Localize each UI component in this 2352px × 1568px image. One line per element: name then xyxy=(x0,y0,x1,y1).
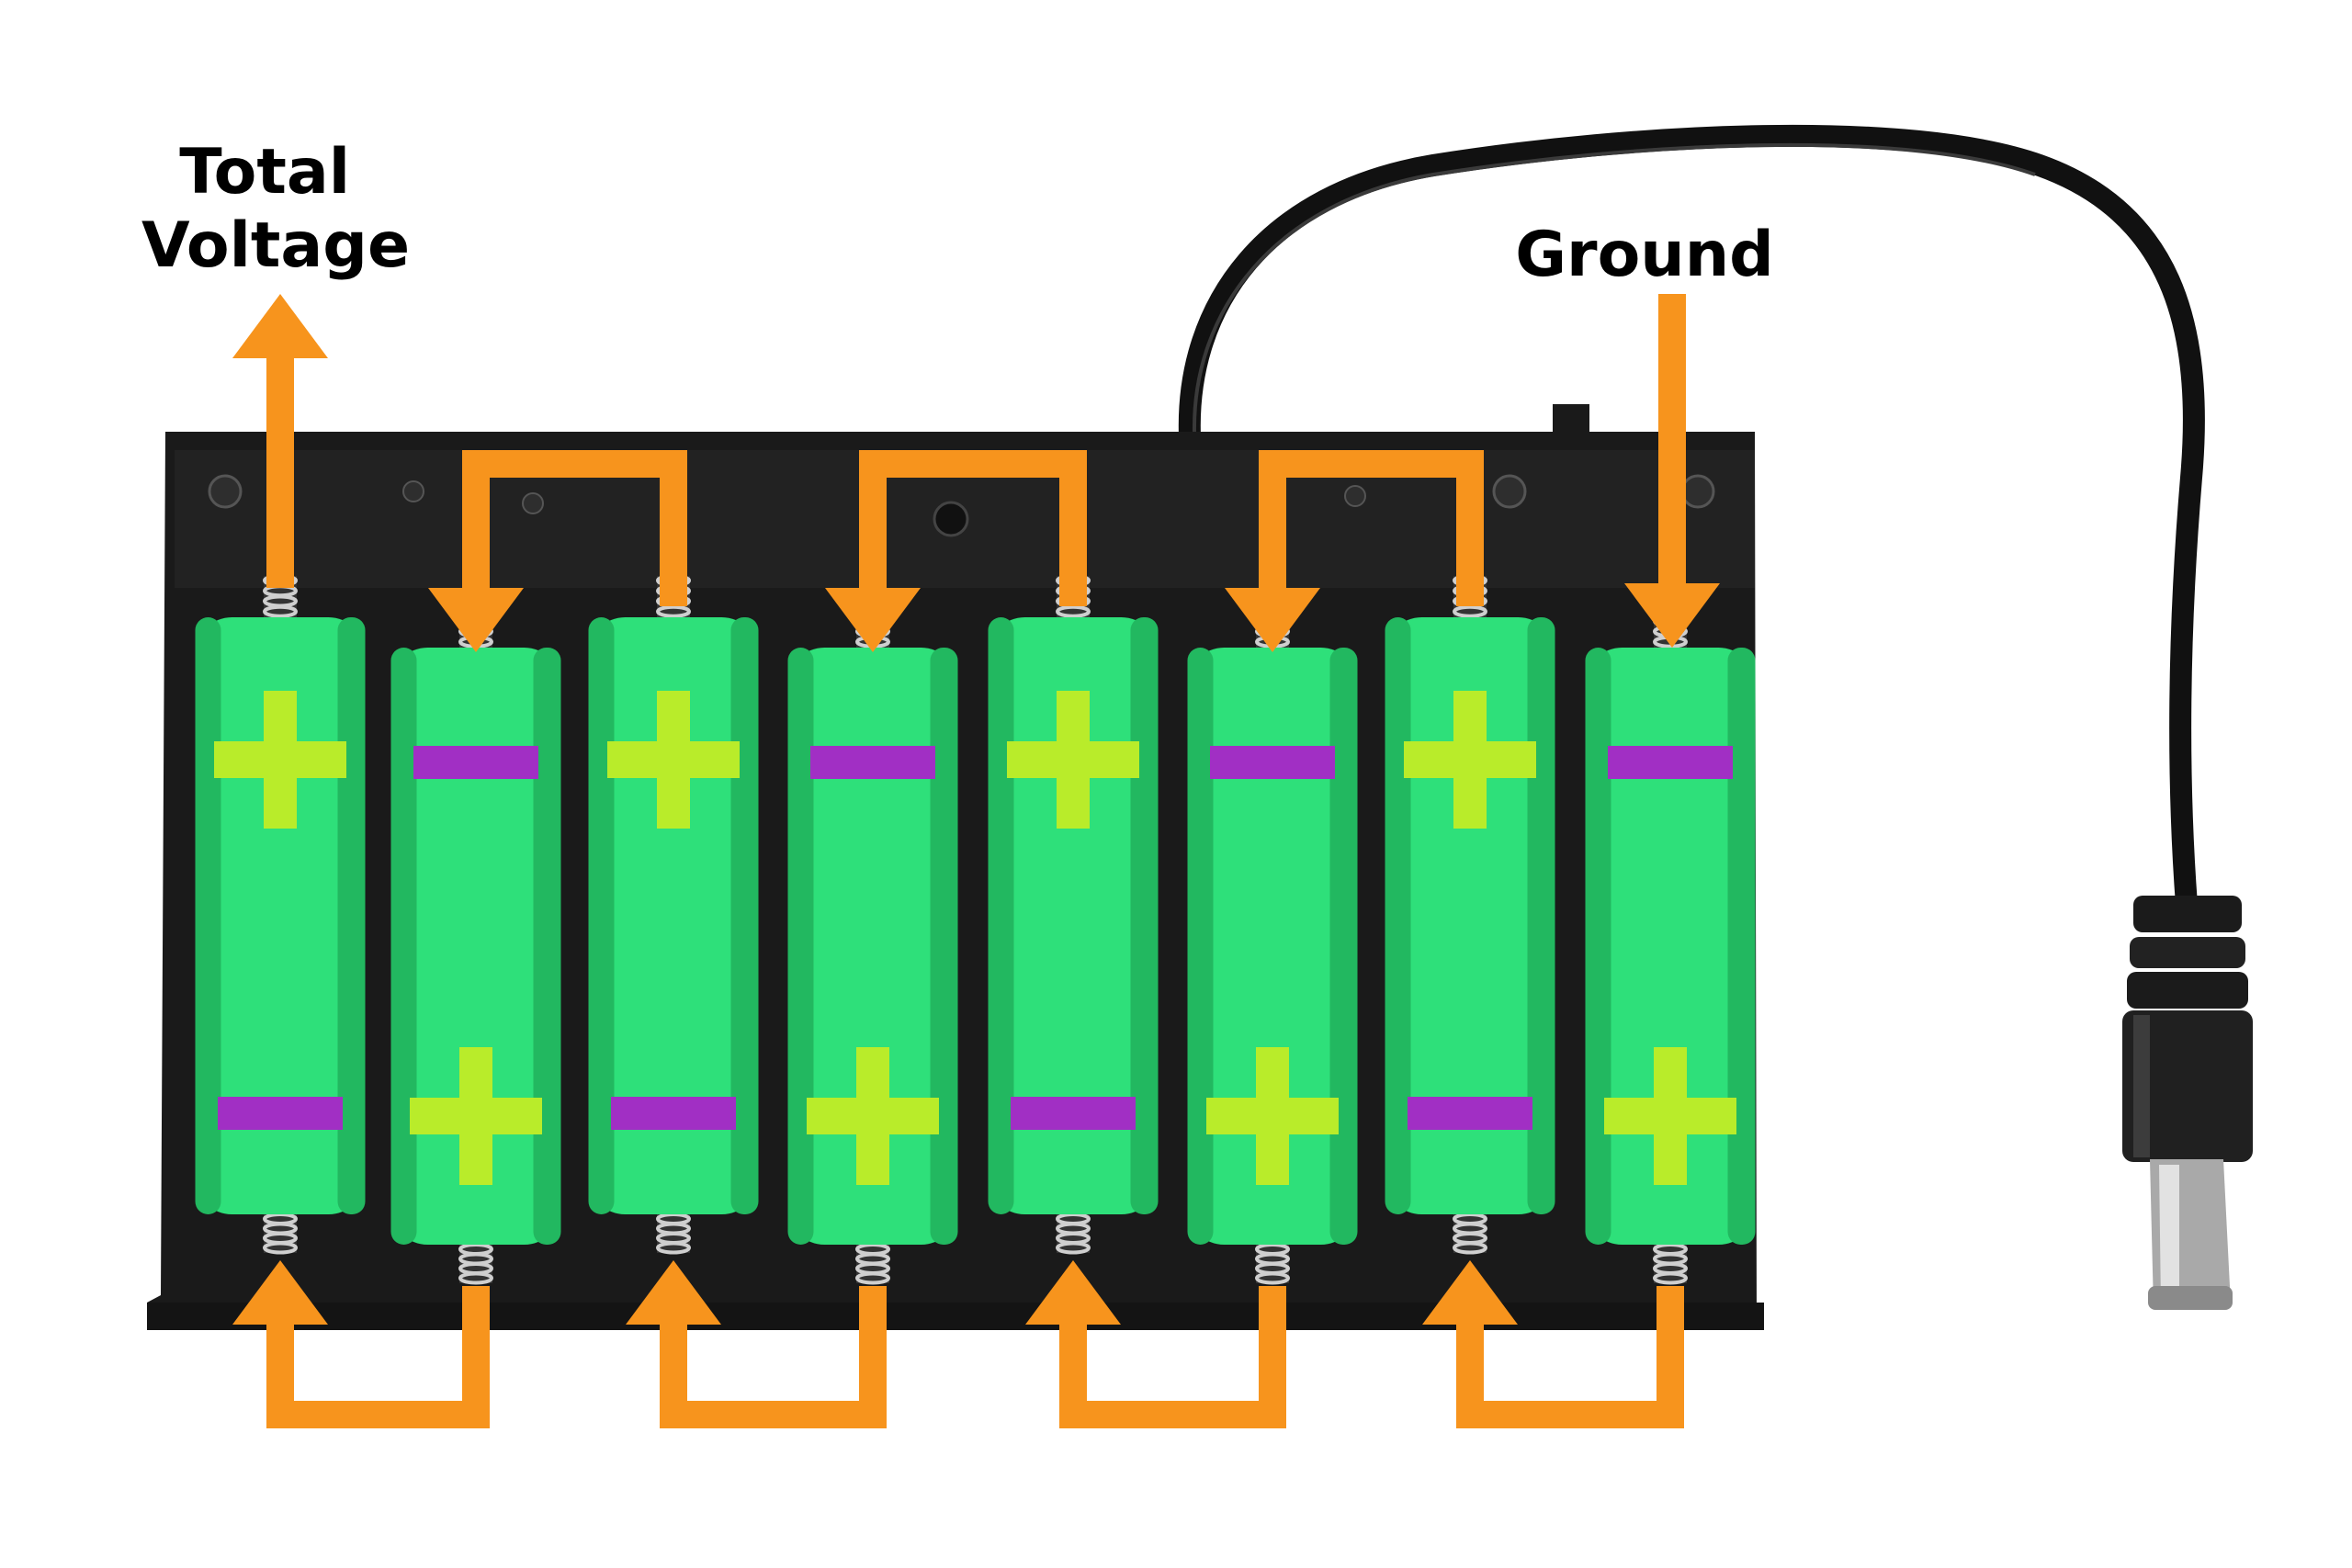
ground-label: Ground xyxy=(1515,219,1774,291)
connector-bottom xyxy=(266,1286,490,1428)
arrow-icon xyxy=(626,1260,721,1325)
minus-sign-icon xyxy=(413,746,538,779)
arrow-icon xyxy=(1225,588,1320,652)
connector-top xyxy=(462,450,687,606)
connector-top xyxy=(859,450,1087,606)
arrow-icon xyxy=(825,588,921,652)
minus-sign-icon xyxy=(611,1097,736,1130)
dc-plug-icon xyxy=(2122,896,2253,1310)
spring-contact-icon xyxy=(263,1213,298,1255)
battery-2 xyxy=(390,648,561,1245)
battery-4 xyxy=(787,648,958,1245)
spring-contact-icon xyxy=(1653,1243,1688,1285)
battery-1 xyxy=(195,617,366,1214)
battery-3 xyxy=(588,617,759,1214)
batteries xyxy=(195,617,1756,1245)
plus-sign-icon xyxy=(410,1047,542,1185)
spring-contact-icon xyxy=(1453,1213,1487,1255)
battery-5 xyxy=(988,617,1159,1214)
minus-sign-icon xyxy=(1011,1097,1136,1130)
plus-sign-icon xyxy=(1404,691,1536,829)
plus-sign-icon xyxy=(607,691,740,829)
arrow-icon xyxy=(1624,583,1720,648)
total-voltage-label: Total Voltage xyxy=(141,136,410,282)
spring-contact-icon xyxy=(1255,1243,1290,1285)
minus-sign-icon xyxy=(218,1097,343,1130)
spring-contact-icon xyxy=(458,1243,493,1285)
battery-6 xyxy=(1187,648,1358,1245)
arrow-icon xyxy=(1422,1260,1518,1325)
arrow-icon xyxy=(232,1260,328,1325)
plus-sign-icon xyxy=(1206,1047,1339,1185)
screw-icon xyxy=(522,492,544,514)
screw-icon xyxy=(1680,474,1715,509)
minus-sign-icon xyxy=(1408,1097,1532,1130)
connector-bottom xyxy=(660,1286,887,1428)
screw-icon xyxy=(208,474,243,509)
dc-cable-highlight xyxy=(1192,142,2036,433)
total-voltage-label-line1: Total xyxy=(179,136,350,209)
minus-sign-icon xyxy=(810,746,935,779)
screw-icon xyxy=(1344,485,1366,507)
battery-8 xyxy=(1585,648,1756,1245)
arrow-icon xyxy=(232,294,328,358)
screw-icon xyxy=(1492,474,1527,509)
battery-7 xyxy=(1385,617,1555,1214)
minus-sign-icon xyxy=(1210,746,1335,779)
plus-sign-icon xyxy=(1007,691,1139,829)
connector-top xyxy=(1259,450,1484,606)
plus-sign-icon xyxy=(1604,1047,1736,1185)
connector-bottom xyxy=(1456,1286,1684,1428)
screw-icon xyxy=(933,501,969,537)
connector-bottom xyxy=(1059,1286,1286,1428)
arrow-icon xyxy=(428,588,524,652)
plus-sign-icon xyxy=(807,1047,939,1185)
spring-contact-icon xyxy=(855,1243,890,1285)
spring-contact-icon xyxy=(1056,1213,1091,1255)
plus-sign-icon xyxy=(214,691,346,829)
arrow-icon xyxy=(1025,1260,1121,1325)
minus-sign-icon xyxy=(1608,746,1733,779)
total-voltage-label-line2: Voltage xyxy=(141,209,410,282)
spring-contact-icon xyxy=(656,1213,691,1255)
dc-cable xyxy=(1178,124,2205,916)
screw-icon xyxy=(402,480,424,502)
connection-arrows xyxy=(232,294,1720,1428)
